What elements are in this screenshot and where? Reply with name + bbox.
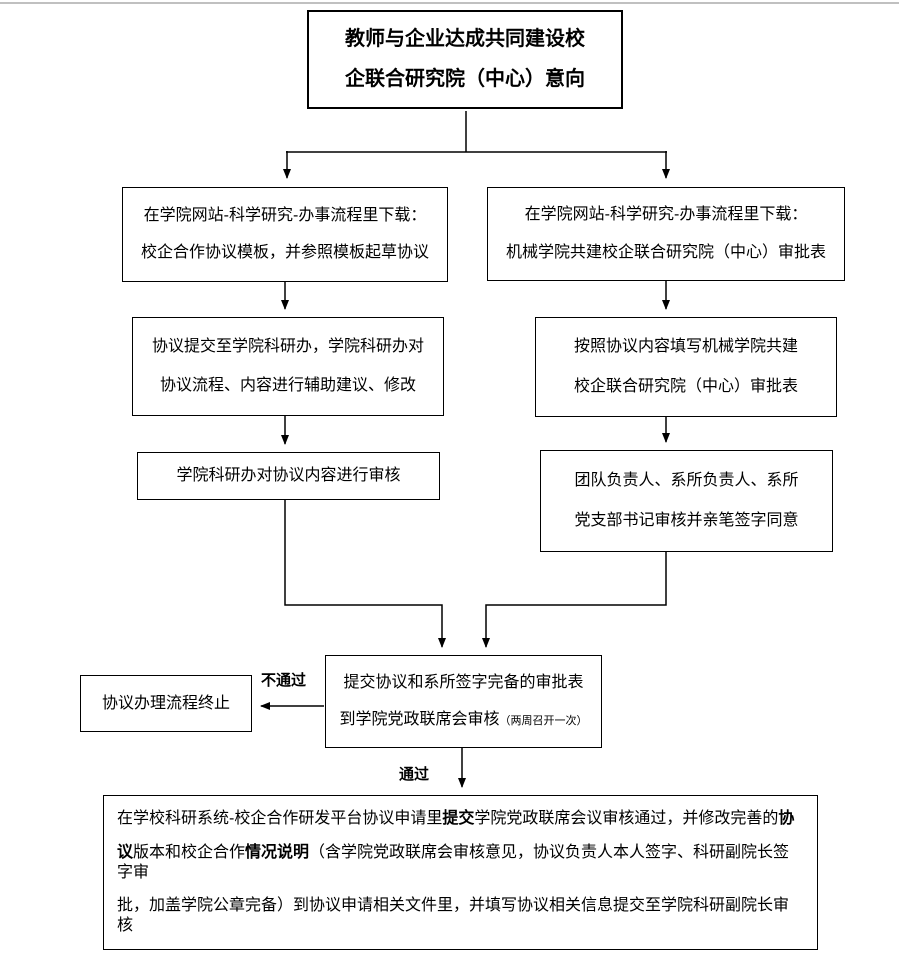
pass-branch-label: 通过 [399,766,430,783]
text-segment-bold: 提交 [442,810,475,828]
box-line-main: 到学院党政联席会审核 [339,711,500,728]
box-line: 提交协议和系所签字完备的审批表 [343,674,584,691]
text-segment: 版本和校企合作 [133,843,246,861]
box-line-note: （两周召开一次） [499,715,588,727]
joint-review-box: 提交协议和系所签字完备的审批表 到学院党政联席会审核（两周召开一次） [325,655,602,748]
connector-left-merge [284,500,446,648]
text-segment: 在学校科研系统-校企合作研发平台协议申请里 [117,810,443,828]
right-download-box: 在学院网站-科学研究-办事流程里下载： 机械学院共建校企联合研究院（中心）审批表 [487,187,845,281]
left-submit-box: 协议提交至学院科研办，学院科研办对 协议流程、内容进行辅助建议、修改 [132,317,444,416]
box-line: 议版本和校企合作情况说明（含学院党政联席会审核意见，协议负责人本人签字、科研副院… [117,843,804,883]
text-segment: 学院党政联席会议审核通过，并修改完善的 [474,810,779,828]
box-line: 到学院党政联席会审核（两周召开一次） [339,710,587,730]
right-fill-box: 按照协议内容填写机械学院共建 校企联合研究院（中心）审批表 [535,317,837,417]
box-line: 校企联合研究院（中心）审批表 [573,377,798,395]
fail-branch-label: 不通过 [261,672,307,689]
box-line: 在学院网站-科学研究-办事流程里下载： [524,206,808,224]
text-segment-bold: 协 [778,810,795,828]
connector-right-merge [482,552,667,648]
terminate-box: 协议办理流程终止 [80,675,252,732]
text-segment-bold: 情况说明 [245,843,310,861]
box-line: 机械学院共建校企联合研究院（中心）审批表 [505,243,826,261]
box-line: 党支部书记审核并亲笔签字同意 [574,512,799,529]
text-segment: （含学院党政联席会审核意见，协议负责人本人签字、科研副院长签字审 [117,843,790,881]
left-download-box: 在学院网站-科学研究-办事流程里下载： 校企合作协议模板，并参照模板起草协议 [122,187,448,282]
box-line: 在学院网站-科学研究-办事流程里下载： [143,206,427,224]
final-submit-box: 在学校科研系统-校企合作研发平台协议申请里提交学院党政联席会议审核通过，并修改完… [103,795,818,950]
box-line: 学院科研办对协议内容进行审核 [176,467,401,484]
page-top-edge [0,2,899,4]
box-line: 协议流程、内容进行辅助建议、修改 [159,377,416,394]
box-line: 团队负责人、系所负责人、系所 [574,472,799,489]
text-segment: 批，加盖学院公章完备）到协议申请相关文件里，并填写协议相关信息提交至学院科研副院… [117,896,790,934]
box-line: 校企合作协议模板，并参照模板起草协议 [140,244,429,262]
left-review-box: 学院科研办对协议内容进行审核 [137,452,440,500]
box-line: 按照协议内容填写机械学院共建 [573,338,798,356]
right-sign-box: 团队负责人、系所负责人、系所 党支部书记审核并亲笔签字同意 [540,450,833,552]
title-line: 教师与企业达成共同建设校 [345,28,585,50]
text-segment-bold: 议 [117,843,134,861]
box-line: 在学校科研系统-校企合作研发平台协议申请里提交学院党政联席会议审核通过，并修改完… [117,809,794,829]
box-line: 协议提交至学院科研办，学院科研办对 [151,338,424,355]
title-box: 教师与企业达成共同建设校 企联合研究院（中心）意向 [307,10,623,109]
box-line: 批，加盖学院公章完备）到协议申请相关文件里，并填写协议相关信息提交至学院科研副院… [117,896,804,936]
title-line: 企联合研究院（中心）意向 [345,68,585,90]
box-line: 协议办理流程终止 [101,694,230,712]
